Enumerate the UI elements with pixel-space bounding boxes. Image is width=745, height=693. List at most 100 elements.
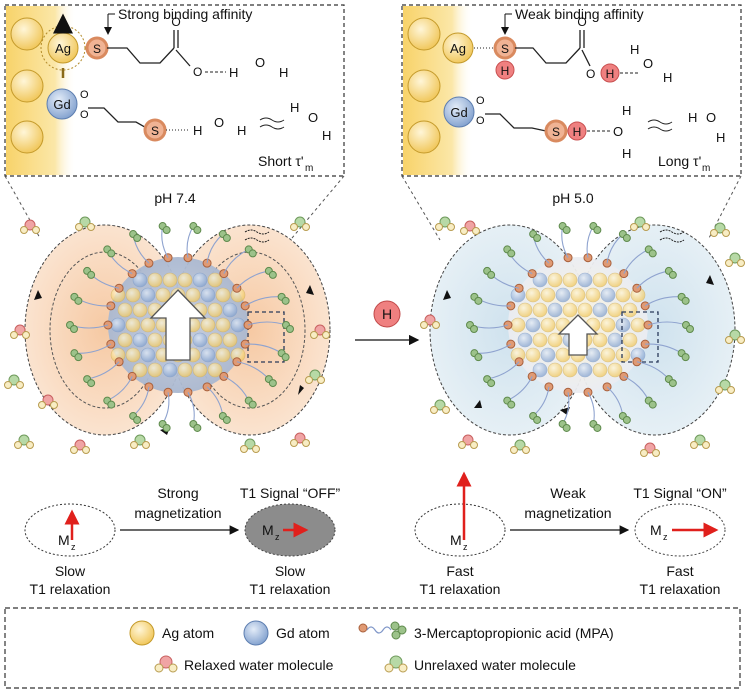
carboxyl-group (562, 226, 571, 235)
unrelaxed-water (8, 374, 20, 386)
sulfur-label: S (501, 42, 509, 56)
water-hydrogen (305, 376, 313, 384)
water-hydrogen (470, 441, 478, 449)
gd-atom (192, 332, 208, 348)
carboxyl-group (281, 353, 290, 362)
unrelaxed-water (434, 399, 446, 411)
gd-atom (555, 287, 571, 303)
hydrogen-label: H (622, 146, 631, 161)
ag-atom (547, 272, 563, 288)
carboxyl-group (248, 400, 257, 409)
oxygen-label: O (643, 56, 653, 71)
relax-rate: Fast (666, 563, 693, 579)
oxygen-label: O (255, 55, 265, 70)
gd-atom (577, 362, 593, 378)
ag-atom (532, 332, 548, 348)
mz-subscript: z (71, 542, 76, 552)
right-inset-panel: Ag S H O O H O H H Weak binding affinity… (401, 4, 742, 177)
water-hydrogen (290, 223, 298, 231)
mz-subscript: z (663, 532, 668, 542)
carboxyl-group (74, 296, 83, 305)
gd-atom (162, 362, 178, 378)
ph-label-left: pH 7.4 (154, 190, 195, 206)
carboxyl-group (648, 400, 657, 409)
gd-atom (532, 272, 548, 288)
water-hydrogen (510, 446, 518, 454)
carboxyl-group (648, 249, 657, 258)
ag-atom (532, 302, 548, 318)
sulfur-label: S (552, 125, 560, 139)
relaxed-water (464, 220, 476, 232)
gd-atom (600, 287, 616, 303)
ag-atom (622, 302, 638, 318)
hydrogen-label: H (663, 70, 672, 85)
hydrogen-label: H (237, 123, 246, 138)
mz-label: M (650, 522, 662, 538)
relaxation-right: M z Weak magnetization T1 Signal “ON” M … (414, 471, 727, 597)
ag-atom (615, 347, 631, 363)
relax-rate: Fast (446, 563, 473, 579)
tau-subscript: m (305, 163, 313, 174)
carboxyl-group (686, 325, 694, 333)
carboxyl-group (248, 249, 257, 258)
water-hydrogen (240, 445, 248, 453)
hydrogen-label: H (606, 67, 615, 81)
ag-atom (132, 302, 148, 318)
water-hydrogen (290, 439, 298, 447)
ag-atom (510, 317, 526, 333)
hydrogen-label: H (688, 110, 697, 125)
legend-ag: Ag atom (162, 625, 214, 641)
hydrogen-label: H (622, 103, 631, 118)
mz-subscript: z (275, 532, 280, 542)
gd-atom (577, 272, 593, 288)
gd-atom (230, 317, 246, 333)
ag-atom (177, 362, 193, 378)
t1-signal-off: T1 Signal “OFF” (240, 485, 341, 501)
ag-atom (562, 362, 578, 378)
binding-annotation: Weak binding affinity (515, 6, 644, 22)
unrelaxed-water (79, 216, 91, 228)
oxygen-label: O (706, 110, 716, 125)
gd-atom (132, 272, 148, 288)
water-hydrogen (432, 321, 440, 329)
oxygen-label: O (308, 110, 318, 125)
water-hydrogen (737, 259, 745, 267)
ag-atom (207, 272, 223, 288)
water-hydrogen (14, 441, 22, 449)
gd-atom (140, 347, 156, 363)
ag-atom (140, 317, 156, 333)
oxygen-label: O (476, 95, 485, 107)
ag-atom-label: Ag (450, 41, 466, 56)
carboxyl-group (681, 353, 690, 362)
ag-atom (155, 287, 171, 303)
carboxyl-group (474, 296, 483, 305)
ag-atom (600, 317, 616, 333)
carboxyl-group (162, 423, 171, 432)
water-hydrogen (727, 386, 735, 394)
water-hydrogen (26, 441, 34, 449)
water-hydrogen (22, 331, 30, 339)
gd-atom (200, 287, 216, 303)
hydrogen-label: H (716, 130, 725, 145)
ag-atom (207, 362, 223, 378)
gd-atom (592, 302, 608, 318)
binding-annotation: Strong binding affinity (118, 6, 252, 22)
water-hydrogen (472, 227, 480, 235)
ag-atom (607, 272, 623, 288)
water-hydrogen (16, 381, 24, 389)
ag-atom (525, 347, 541, 363)
water-hydrogen (725, 259, 733, 267)
unrelaxed-water (514, 439, 526, 451)
gd-atom (607, 332, 623, 348)
oxygen-label: O (80, 89, 89, 101)
carboxyl-group (562, 423, 571, 432)
water-hydrogen (32, 226, 40, 234)
mpa-chain (186, 225, 194, 258)
ag-atom (555, 347, 571, 363)
water-hydrogen (142, 441, 150, 449)
relaxed-water-swatch (154, 655, 178, 673)
water-hydrogen (722, 229, 730, 237)
unrelaxed-water (634, 216, 646, 228)
carboxyl-group (70, 325, 78, 333)
unrelaxed-water (134, 434, 146, 446)
